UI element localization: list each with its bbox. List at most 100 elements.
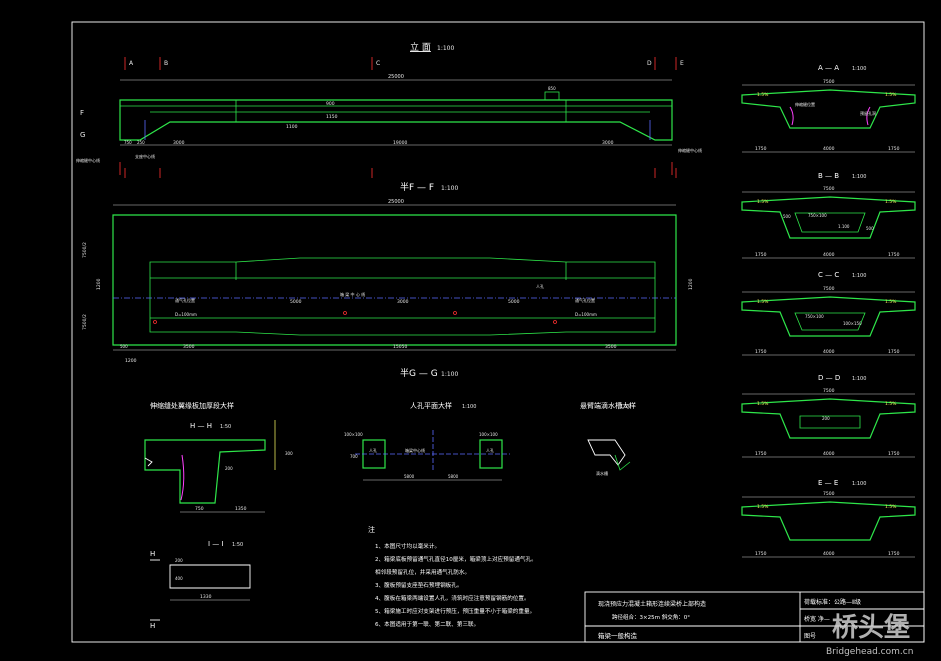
half-f-d: D=100mm <box>175 312 197 317</box>
bb-width: 7500 <box>823 186 835 192</box>
detail1-scale: 1:50 <box>220 424 231 430</box>
detail4-h2: H <box>150 622 155 630</box>
cc-slope2: 1.5% <box>885 299 897 305</box>
aa-title: A — A <box>818 64 839 72</box>
half-f-v1: 7500/2 <box>82 242 88 258</box>
note-2: 2、箱梁底板预留通气孔直径10厘米，箱梁顶上对应预留通气孔。 <box>375 555 537 563</box>
half-f-title: 半F — F <box>400 181 434 193</box>
aa-slope2: 1.5% <box>885 92 897 98</box>
cc-inner2: 100×150 <box>843 321 862 326</box>
elev-right-seg: 3000 <box>602 140 614 146</box>
half-f-vent: 通气孔位置 <box>175 297 195 303</box>
note-6: 6、本图适用于第一联、第二联、第三联。 <box>375 620 479 628</box>
aa-width: 7500 <box>823 79 835 85</box>
half-f-manhole: 人孔 <box>536 283 544 289</box>
half-g-scale: 1:100 <box>441 371 458 378</box>
dd-width: 7500 <box>823 388 835 394</box>
bb-d2: 4000 <box>823 252 835 258</box>
aa-d1: 1750 <box>755 146 767 152</box>
detail2-d4: 5800 <box>448 474 459 479</box>
detail1-d2: 1350 <box>235 506 247 512</box>
half-f-outline <box>112 214 677 346</box>
detail1-title: 伸缩缝处翼缘板加厚段大样 <box>150 401 234 410</box>
half-f-v3: 1200 <box>96 278 102 290</box>
cc-title: C — C <box>818 271 839 279</box>
ee-d1: 1750 <box>755 551 767 557</box>
detail-ii: I — I 1:50 H H 1330 200 400 <box>150 540 251 630</box>
elev-label-g: G <box>80 131 85 139</box>
elev-small2: 250 <box>137 140 145 145</box>
detail2-title: 人孔平面大样 <box>410 401 452 410</box>
watermark: 桥头堡 Bridgehead.com.cn <box>826 612 913 657</box>
watermark-url: Bridgehead.com.cn <box>826 647 913 657</box>
elev-small1: 750 <box>124 140 132 145</box>
detail-drip: 悬臂端滴水槽大样 1:20 滴水槽 <box>580 401 636 476</box>
note-4: 4、腹板在箱梁两端设置人孔，浇筑时应注意预留钢筋的位置。 <box>375 594 530 602</box>
half-f-scale: 1:100 <box>441 185 458 192</box>
drawing-frame <box>71 21 925 643</box>
elev-total-dim: 25000 <box>388 74 404 80</box>
elev-note-left: 伸缩缝中心线 <box>76 157 100 163</box>
elev-block-dim: 850 <box>548 86 556 91</box>
aa-note: 伸缩缝位置 <box>795 101 815 107</box>
detail3-scale: 1:20 <box>620 404 631 410</box>
elev-mid-seg: 19000 <box>393 140 407 146</box>
detail1-d1: 750 <box>195 506 204 512</box>
ee-slope: 1.5% <box>757 504 769 510</box>
section-cc: C — C 1:100 7500 1.5% 1.5% 750×100 100×1… <box>741 271 916 356</box>
half-g-title: 半G — G <box>400 367 438 379</box>
elev-left-seg: 3000 <box>173 140 185 146</box>
notes-header: 注 <box>368 525 375 534</box>
note-3: 3、腹板预留支座垫石预埋钢板孔。 <box>375 581 462 589</box>
detail-manhole: 人孔平面大样 1:100 100×100 100×100 人孔 人孔 箱梁中心线… <box>344 401 510 481</box>
section-ee: E — E 1:100 7500 1.5% 1.5% 1750 4000 175… <box>741 479 916 558</box>
detail2-scale: 1:100 <box>462 404 476 410</box>
detail3-label: 滴水槽 <box>596 470 608 476</box>
dd-title: D — D <box>818 374 840 382</box>
detail2-d1: 100×100 <box>344 432 363 437</box>
detail1-sub: H — H <box>190 422 212 430</box>
half-f-total: 25000 <box>388 199 404 205</box>
dd-slope: 1.5% <box>757 401 769 407</box>
dd-inner: 200 <box>822 416 830 421</box>
tb-row2: 桥宽 净— <box>804 615 830 623</box>
half-f-center: 箱 梁 中 心 线 <box>340 291 365 297</box>
ee-title: E — E <box>818 479 838 487</box>
sec-b-label: B <box>164 60 168 67</box>
dd-scale: 1:100 <box>852 376 866 382</box>
half-f-bottom: 1200 <box>125 358 137 364</box>
bb-inner: 750×100 <box>808 213 827 218</box>
ee-slope2: 1.5% <box>885 504 897 510</box>
ee-width: 7500 <box>823 491 835 497</box>
dd-d1: 1750 <box>755 451 767 457</box>
aa-scale: 1:100 <box>852 66 866 72</box>
detail4-h1: H <box>150 550 155 558</box>
elev-label-f: F <box>80 109 84 117</box>
sec-a-label: A <box>129 60 134 67</box>
tb-sub: 跨径组合：3×25m 斜交角：0° <box>612 613 690 621</box>
bb-h3: 500 <box>866 226 874 231</box>
title-block: 现浇预应力混凝土箱形连续梁桥上部构造 跨径组合：3×25m 斜交角：0° 箱梁一… <box>584 591 925 643</box>
bb-d1: 1750 <box>755 252 767 258</box>
watermark-logo: 桥头堡 <box>832 612 910 643</box>
half-f-small: 500 <box>120 344 128 349</box>
cc-slope: 1.5% <box>757 299 769 305</box>
bb-scale: 1:100 <box>852 174 866 180</box>
sec-e-label: E <box>680 60 684 67</box>
detail2-label2: 人孔 <box>486 447 494 453</box>
cc-d3: 1750 <box>888 349 900 355</box>
cc-inner: 750×100 <box>805 314 824 319</box>
dd-d2: 4000 <box>823 451 835 457</box>
aa-note2: 预留孔洞 <box>860 110 876 116</box>
half-f-v2: 7500/2 <box>82 314 88 330</box>
cc-d2: 4000 <box>823 349 835 355</box>
half-f-plan: 半F — F 1:100 25000 箱 梁 中 心 线 通气孔位置 通气孔位置… <box>82 168 694 379</box>
section-aa: A — A 1:100 7500 1.5% 1.5% 伸缩缝位置 预留孔洞 17… <box>741 64 916 153</box>
dd-slope2: 1.5% <box>885 401 897 407</box>
detail3-title: 悬臂端滴水槽大样 <box>580 401 636 410</box>
tb-project: 现浇预应力混凝土箱形连续梁桥上部构造 <box>598 600 706 608</box>
note-1: 1、本图尺寸均以毫米计。 <box>375 542 440 550</box>
sec-d-label: D <box>647 60 652 67</box>
half-f-inner3: 5000 <box>508 299 520 305</box>
tb-drawing: 箱梁一般构造 <box>598 631 638 640</box>
